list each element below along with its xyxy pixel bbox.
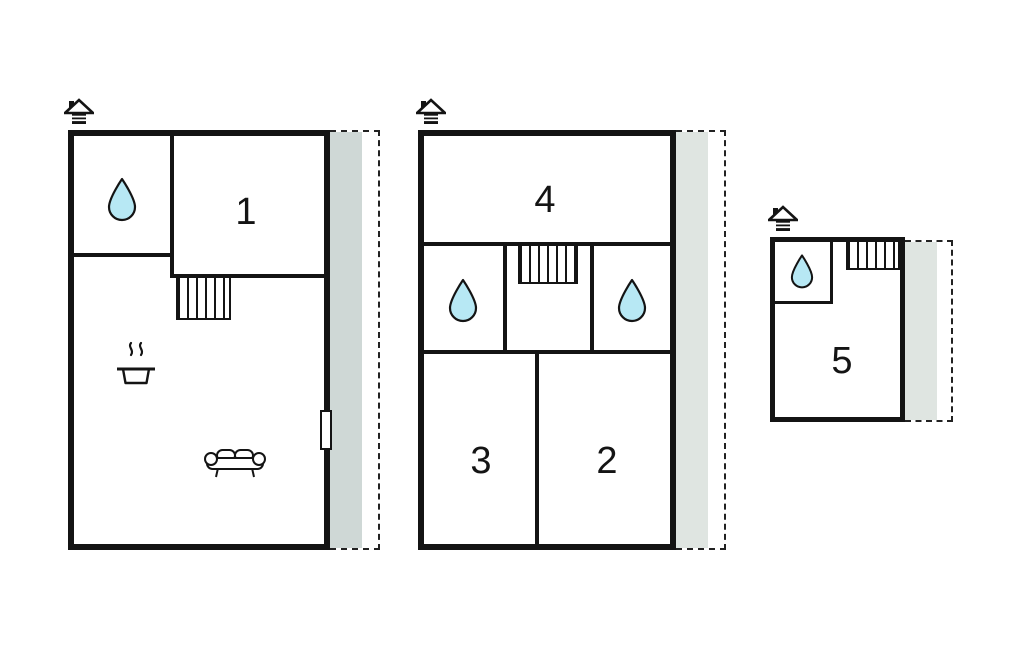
interior-wall xyxy=(830,242,833,304)
interior-wall xyxy=(775,301,833,304)
stairs xyxy=(176,278,231,320)
interior-wall xyxy=(590,242,594,354)
interior-wall xyxy=(170,136,174,278)
water-drop-icon xyxy=(617,278,647,323)
outer-walls xyxy=(418,130,676,550)
interior-wall xyxy=(74,253,174,257)
water-drop-icon xyxy=(107,177,137,222)
chimney-icon xyxy=(416,98,446,124)
annex-area xyxy=(905,240,953,422)
room-label: 4 xyxy=(534,179,556,221)
annex-shaded-strip xyxy=(676,132,708,548)
annex-area xyxy=(676,130,726,550)
water-drop-icon xyxy=(448,278,478,323)
interior-wall xyxy=(424,242,670,246)
stairs xyxy=(518,246,578,284)
chimney-icon xyxy=(768,205,798,231)
room-label: 3 xyxy=(470,440,492,482)
cooking-pot-icon xyxy=(117,341,155,385)
sofa-icon xyxy=(204,449,266,478)
room-label: 1 xyxy=(235,191,257,233)
chimney-icon xyxy=(64,98,94,124)
annex-area xyxy=(330,130,380,550)
door xyxy=(320,410,332,450)
interior-wall xyxy=(535,354,539,544)
water-drop-icon xyxy=(790,254,814,289)
stairs xyxy=(846,242,900,270)
interior-wall xyxy=(503,242,507,354)
room-label: 2 xyxy=(596,440,618,482)
annex-shaded-strip xyxy=(905,242,937,420)
annex-shaded-strip xyxy=(330,132,362,548)
interior-wall xyxy=(170,274,324,278)
interior-wall xyxy=(424,350,670,354)
water-drop-shape xyxy=(107,177,137,222)
room-label: 5 xyxy=(831,340,853,382)
